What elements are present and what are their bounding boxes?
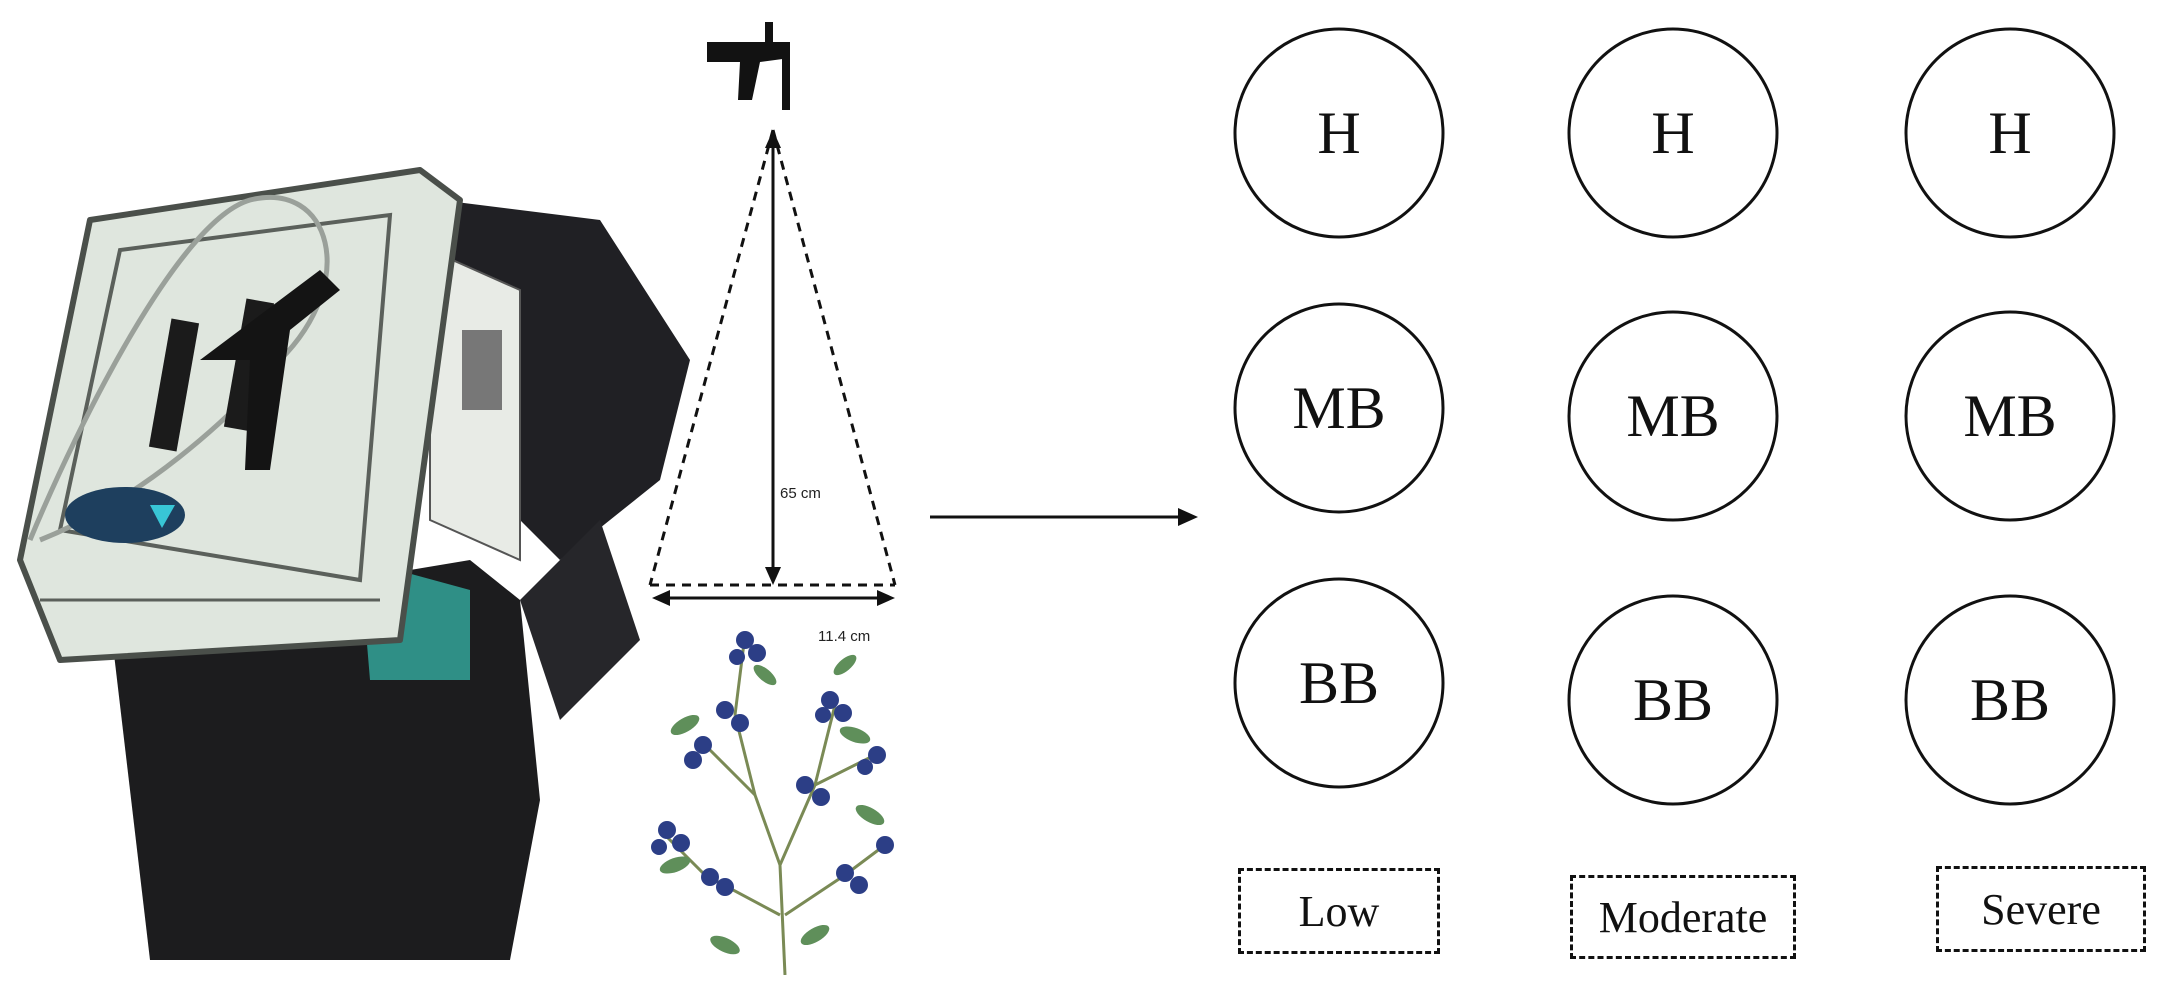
label-low-bb: BB — [1235, 579, 1443, 787]
severity-moderate-box: Moderate — [1570, 875, 1796, 959]
label-severe-bb: BB — [1906, 596, 2114, 804]
label-moderate-bb: BB — [1569, 596, 1777, 804]
label-moderate-mb: MB — [1569, 312, 1777, 520]
severity-severe-box: Severe — [1936, 866, 2146, 952]
label-severe-mb: MB — [1906, 312, 2114, 520]
label-moderate-h: H — [1569, 29, 1777, 237]
label-low-h: H — [1235, 29, 1443, 237]
label-low-mb: MB — [1235, 304, 1443, 512]
label-severe-h: H — [1906, 29, 2114, 237]
severity-low-box: Low — [1238, 868, 1440, 954]
